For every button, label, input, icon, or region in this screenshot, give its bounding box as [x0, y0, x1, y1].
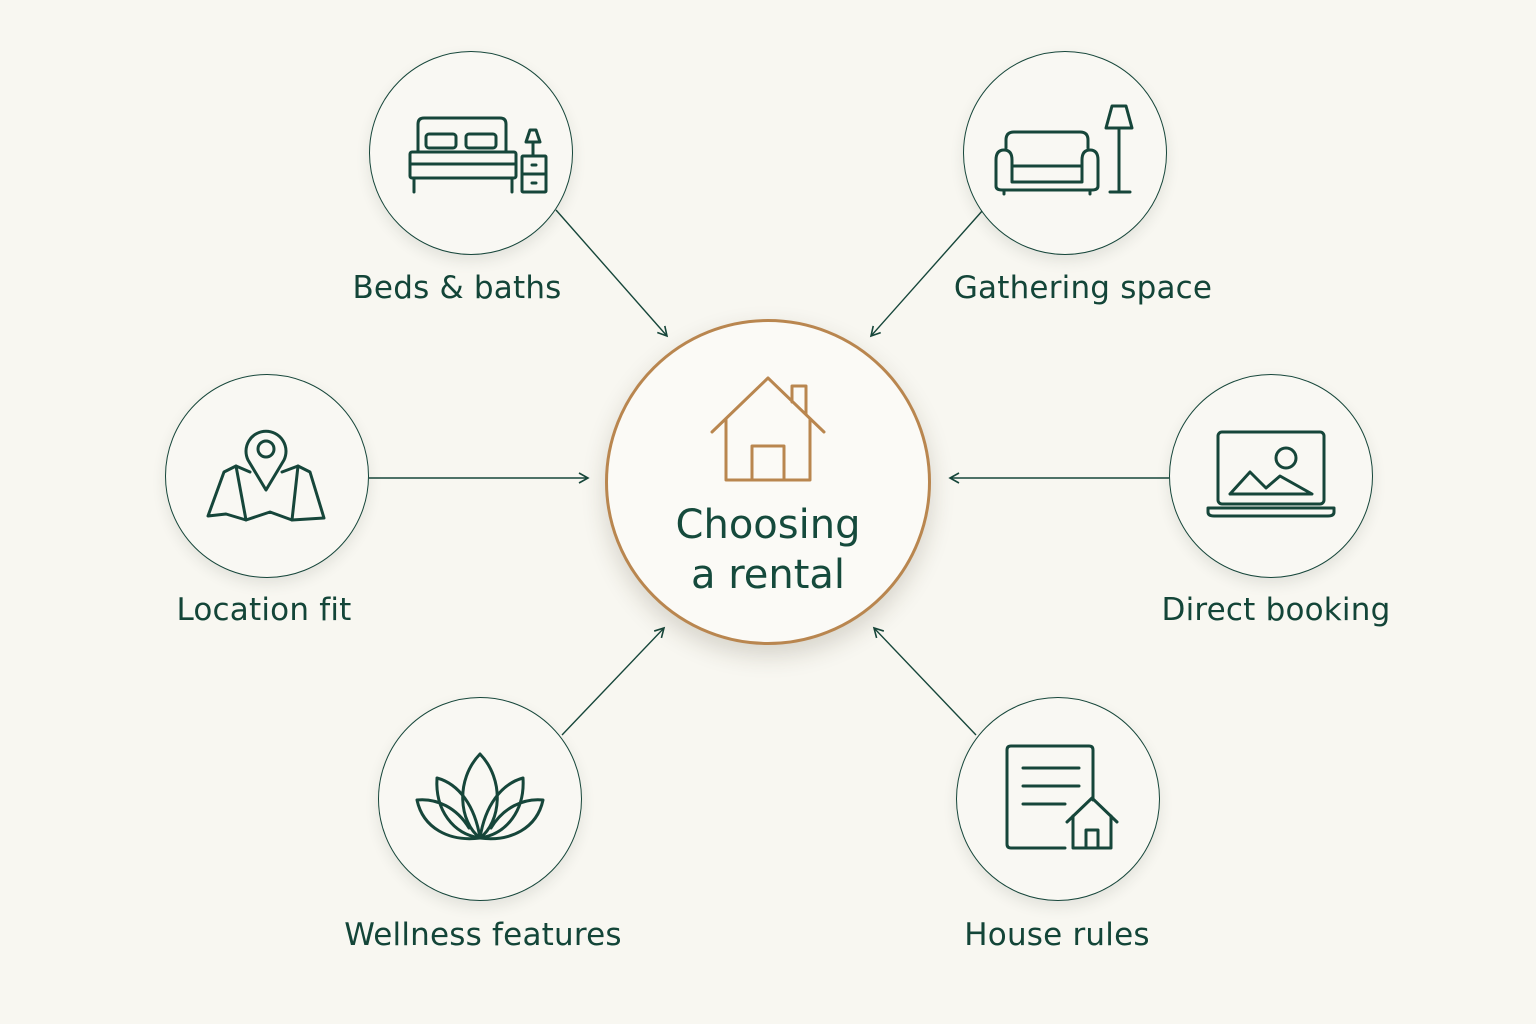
center-title-line1: Choosing	[675, 502, 861, 548]
factor-label-gathering-space: Gathering space	[953, 270, 1213, 306]
center-title: Choosing a rental	[618, 500, 918, 600]
factor-node-house-rules[interactable]	[956, 697, 1160, 901]
center-hub	[605, 319, 931, 645]
factor-node-direct-booking[interactable]	[1169, 374, 1373, 578]
sofa-lamp-icon	[994, 104, 1134, 196]
map-pin-icon	[206, 429, 326, 522]
bed-icon	[408, 116, 548, 194]
arrow-gathering-space	[869, 209, 984, 338]
arrow-beds-baths	[555, 209, 669, 338]
lotus-icon	[415, 752, 545, 841]
factor-label-wellness-features: Wellness features	[344, 917, 622, 953]
factor-node-wellness-features[interactable]	[378, 697, 582, 901]
arrow-wellness-features	[561, 626, 666, 736]
factor-label-location-fit: Location fit	[176, 592, 352, 628]
factor-label-beds-baths: Beds & baths	[352, 270, 562, 306]
factor-node-location-fit[interactable]	[165, 374, 369, 578]
arrow-house-rules	[872, 626, 977, 736]
document-house-icon	[1005, 744, 1119, 850]
house-icon	[710, 376, 826, 482]
center-title-line2: a rental	[690, 552, 846, 598]
factor-label-direct-booking: Direct booking	[1161, 592, 1391, 628]
laptop-image-icon	[1206, 430, 1336, 518]
factor-label-house-rules: House rules	[964, 917, 1150, 953]
